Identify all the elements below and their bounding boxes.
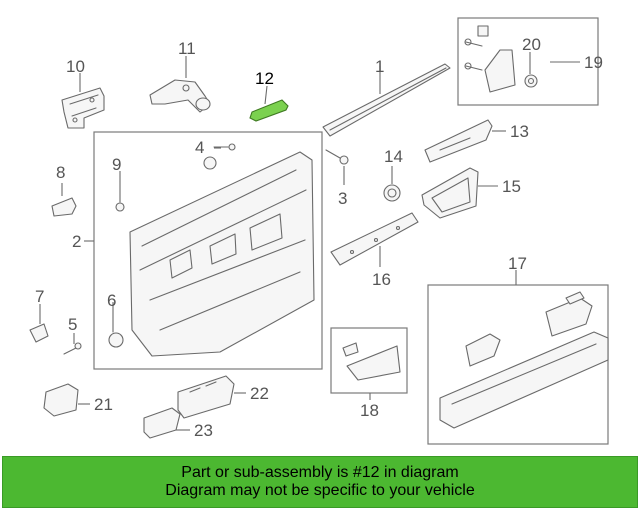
part-23-switch[interactable] <box>143 407 181 439</box>
armrest-group-box <box>427 284 609 445</box>
callout-2[interactable]: 2 <box>72 232 81 251</box>
callout-12[interactable]: 12 <box>255 69 274 88</box>
part-1-weatherstrip[interactable] <box>322 63 451 137</box>
callout-13[interactable]: 13 <box>510 122 529 141</box>
callout-17[interactable]: 17 <box>508 254 527 273</box>
part-14-speaker-grommet[interactable] <box>383 184 401 202</box>
callout-21[interactable]: 21 <box>94 395 113 414</box>
part-9-clip[interactable] <box>115 181 125 212</box>
part-10-bracket[interactable] <box>61 87 105 129</box>
callout-16[interactable]: 16 <box>372 270 391 289</box>
callout-22[interactable]: 22 <box>250 384 269 403</box>
part-13-handle-bezel[interactable] <box>424 119 493 163</box>
callout-14[interactable]: 14 <box>384 147 403 166</box>
part-17-armrest[interactable] <box>439 291 609 429</box>
part-22-window-switch[interactable] <box>177 375 235 419</box>
callout-8[interactable]: 8 <box>56 163 65 182</box>
part-2-door-trim-panel[interactable] <box>129 151 315 357</box>
part-12-trim-highlighted[interactable] <box>249 99 289 122</box>
parts-diagram: 10 11 12 1 20 19 13 4 9 8 14 3 15 2 16 1… <box>29 17 609 445</box>
callout-9[interactable]: 9 <box>112 155 121 174</box>
part-18-box <box>330 327 408 394</box>
part-7-cap[interactable] <box>29 323 49 343</box>
banner-line-1: Part or sub-assembly is #12 in diagram <box>181 464 459 481</box>
callout-3[interactable]: 3 <box>338 189 347 208</box>
part-19-mirror-mount[interactable] <box>464 25 516 93</box>
callout-19[interactable]: 19 <box>584 53 603 72</box>
info-banner: Part or sub-assembly is #12 in diagram D… <box>2 456 638 508</box>
callout-1[interactable]: 1 <box>375 57 384 76</box>
part-5-screw[interactable] <box>63 342 82 355</box>
callout-6[interactable]: 6 <box>107 291 116 310</box>
part-16-trim-strip[interactable] <box>330 212 419 266</box>
part-11-handle-mechanism[interactable] <box>149 79 211 113</box>
callout-20[interactable]: 20 <box>522 35 541 54</box>
part-3-screw[interactable] <box>325 149 349 165</box>
part-21-switch[interactable] <box>43 383 79 417</box>
callout-7[interactable]: 7 <box>35 287 44 306</box>
leader-lines <box>39 52 580 431</box>
part-8-cover[interactable] <box>51 197 77 217</box>
part-18-trim[interactable] <box>342 342 401 381</box>
part-6-fastener[interactable] <box>108 317 124 348</box>
callout-labels: 10 11 12 1 20 19 13 4 9 8 14 3 15 2 16 1… <box>35 35 603 440</box>
callout-11[interactable]: 11 <box>178 39 196 58</box>
door-panel-box <box>93 131 323 370</box>
callout-5[interactable]: 5 <box>68 315 77 334</box>
callout-15[interactable]: 15 <box>502 177 521 196</box>
part-20-grommet[interactable] <box>524 74 538 88</box>
mirror-group-box <box>457 17 599 106</box>
callout-23[interactable]: 23 <box>194 421 213 440</box>
callout-18[interactable]: 18 <box>360 401 379 420</box>
callout-10[interactable]: 10 <box>66 57 85 76</box>
part-15-bezel[interactable] <box>421 167 479 219</box>
part-4-clip[interactable] <box>203 143 236 170</box>
banner-line-2: Diagram may not be specific to your vehi… <box>165 482 475 499</box>
callout-4[interactable]: 4 <box>195 138 204 157</box>
